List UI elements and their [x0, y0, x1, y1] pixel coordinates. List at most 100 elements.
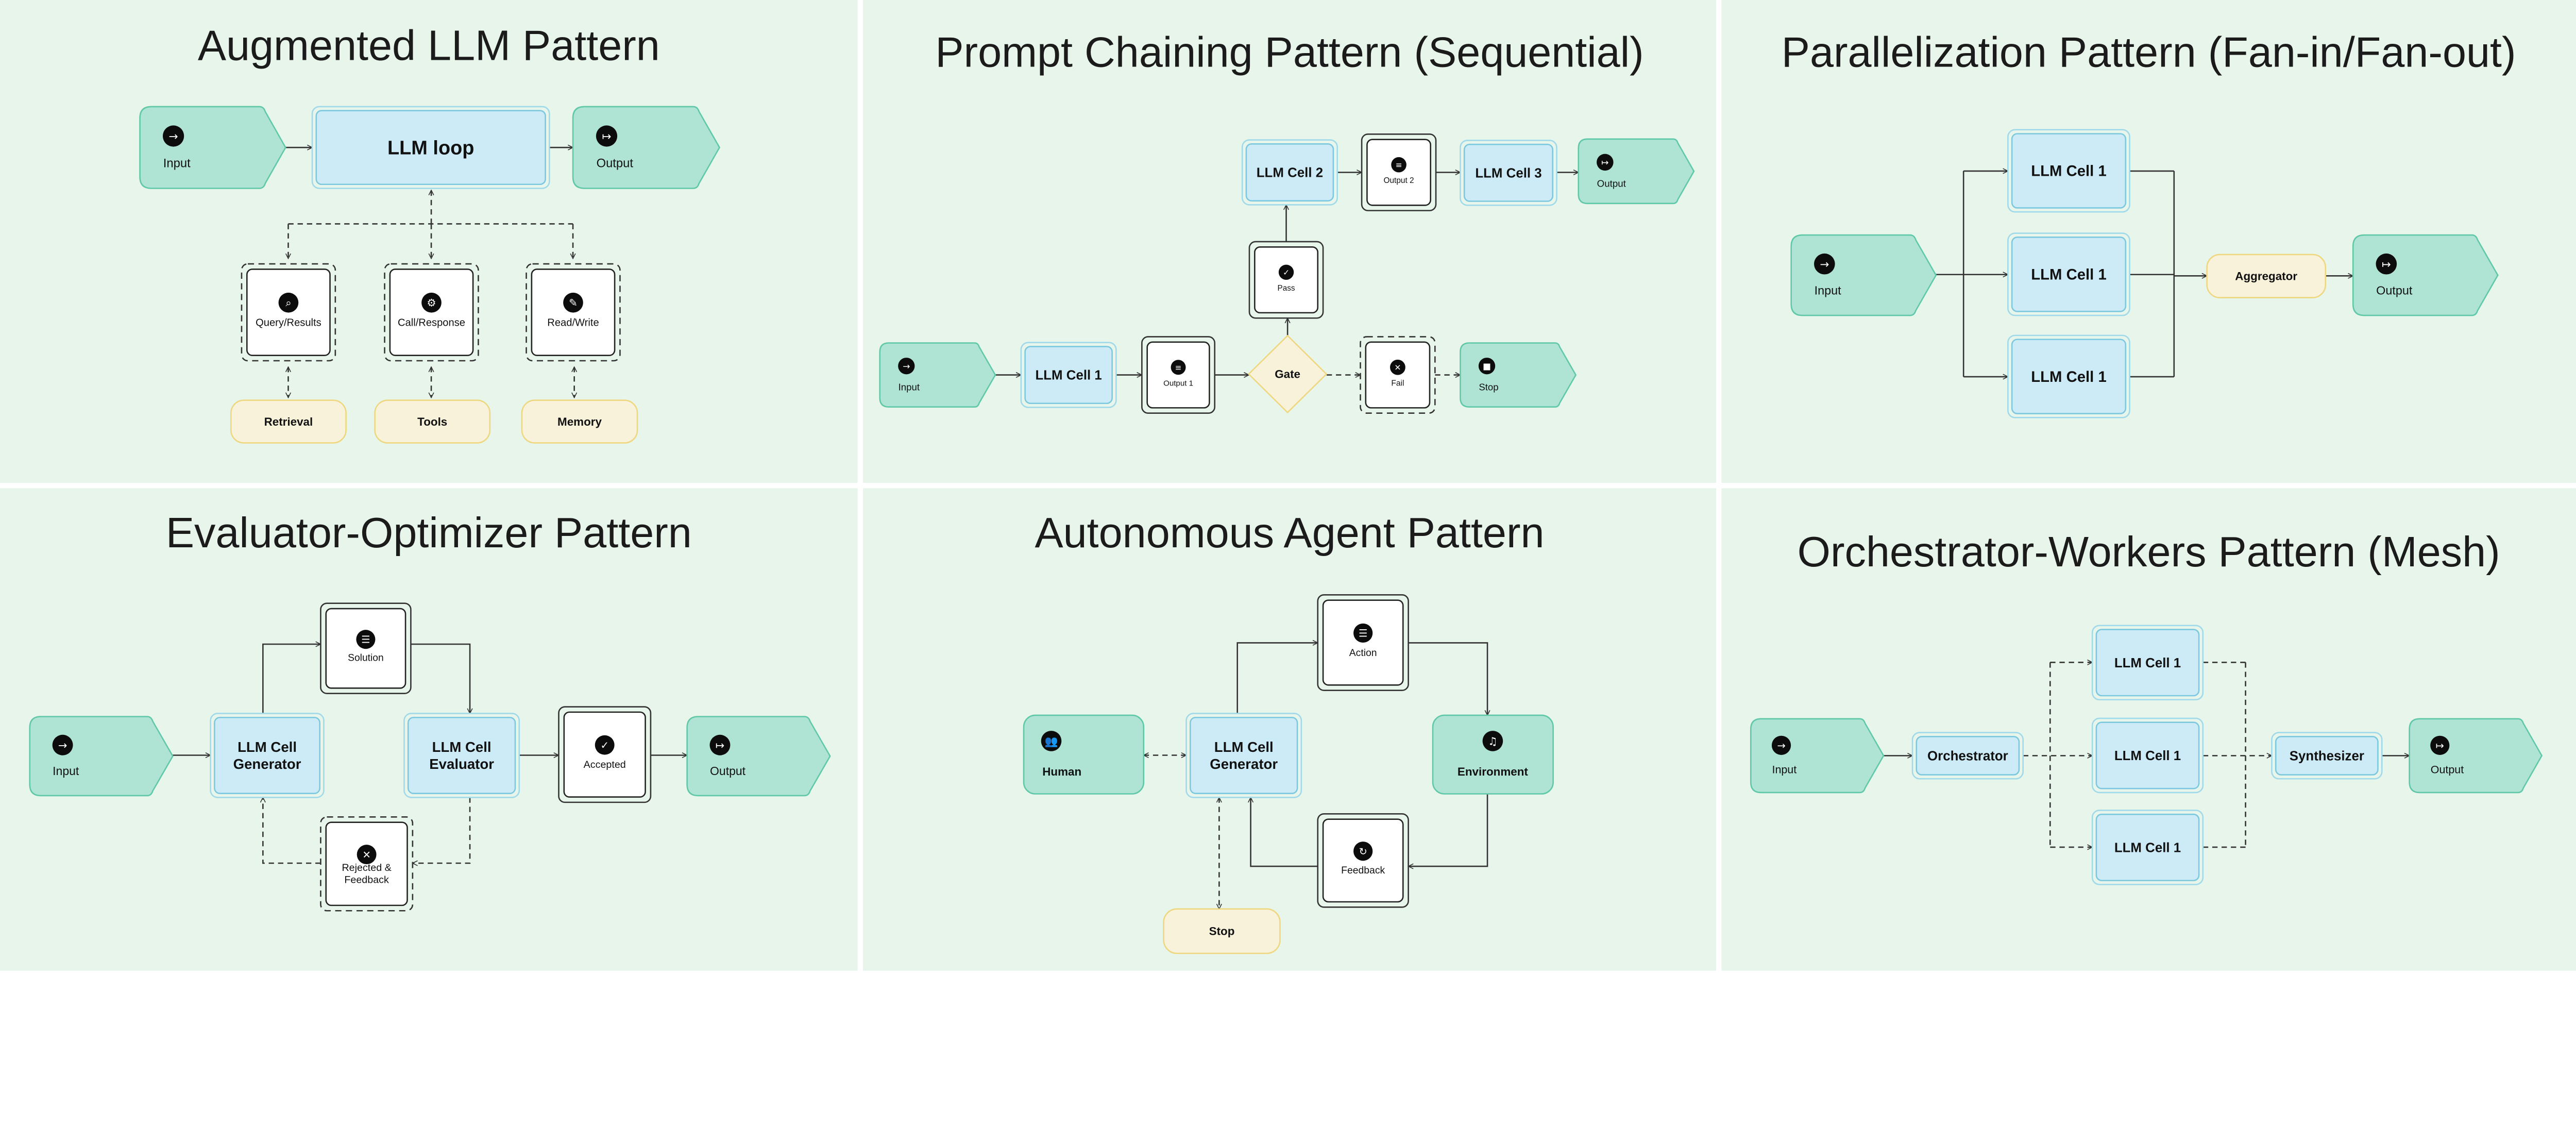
solution-node[interactable]: ☰Solution [320, 602, 412, 694]
input-node[interactable]: →Input [879, 342, 996, 408]
svg-text:→: → [1820, 258, 1829, 271]
memory-node[interactable]: Memory [521, 399, 638, 444]
llm-cell-node[interactable]: LLM Cell 1 [2007, 129, 2130, 213]
sign-out-icon: ↦ [596, 125, 618, 147]
node-label: LLM Cell 1 [2114, 656, 2181, 670]
node-label: Input [899, 381, 920, 392]
node-label: Environment [1458, 765, 1528, 778]
llm-cell-node[interactable]: LLM Cell 1 [2091, 810, 2204, 885]
output-node[interactable]: ↦Output [686, 716, 831, 797]
svg-text:☰: ☰ [1359, 628, 1368, 640]
panel-title: Orchestrator-Workers Pattern (Mesh) [1798, 528, 2500, 576]
gate-node[interactable]: Gate [1248, 334, 1327, 413]
document-icon: ≡ [1391, 157, 1406, 173]
orchestrator-node[interactable]: Orchestrator [1911, 732, 2024, 780]
node-label: LLM Cell 3 [1475, 166, 1541, 180]
connector [1251, 797, 1318, 867]
node-label: Query/Results [256, 317, 321, 328]
llm-loop-node[interactable]: LLM loop [311, 106, 550, 189]
node-label: Input [163, 156, 191, 170]
svg-text:✕: ✕ [362, 849, 371, 861]
node-label: Read/Write [547, 317, 599, 328]
node-label: LLM Cell 1 [2114, 841, 2181, 855]
check-circle-icon: ✓ [1278, 264, 1294, 280]
accepted-node[interactable]: ✓Accepted [558, 706, 652, 803]
llm-cell-1-node[interactable]: LLM Cell 1 [1020, 342, 1117, 408]
rejected-feedback-node[interactable]: ✕Rejected &Feedback [320, 816, 414, 912]
human-node[interactable]: 👥Human [1023, 714, 1145, 795]
stop-icon: ■ [1478, 358, 1496, 375]
connector [1409, 794, 1488, 867]
synthesizer-node[interactable]: Synthesizer [2271, 732, 2383, 780]
document-icon: ≡ [1171, 360, 1186, 375]
svg-text:↦: ↦ [1601, 158, 1608, 168]
node-label: LLM Cell 1 [1035, 368, 1101, 383]
llm-cell-node[interactable]: LLM Cell 1 [2007, 334, 2130, 418]
node-label: Orchestrator [1927, 749, 2008, 763]
input-node[interactable]: →Input [1790, 234, 1937, 316]
retrieval-node[interactable]: Retrieval [230, 399, 347, 444]
svg-text:↦: ↦ [716, 739, 725, 751]
sign-in-icon: → [1771, 735, 1791, 755]
svg-text:≡: ≡ [1396, 160, 1402, 170]
llm-cell-node[interactable]: LLM Cell 1 [2091, 625, 2204, 701]
svg-text:≡: ≡ [1175, 363, 1182, 372]
node-label: Output [597, 156, 634, 170]
output-node[interactable]: ↦ Output [572, 106, 721, 189]
svg-text:↻: ↻ [1359, 846, 1367, 858]
action-node[interactable]: ☰Action [1317, 594, 1409, 691]
read-write-node[interactable]: ✎ Read/Write [526, 263, 621, 362]
input-node[interactable]: →Input [29, 716, 174, 797]
input-node[interactable]: →Input [139, 106, 286, 189]
node-label: LLM Cell 1 [2114, 749, 2181, 763]
environment-node[interactable]: ♫Environment [1432, 714, 1554, 795]
output-node[interactable]: ↦Output [1578, 138, 1695, 205]
connector [262, 644, 320, 714]
feedback-node[interactable]: ↻Feedback [1317, 813, 1409, 908]
output-1-node[interactable]: ≡Output 1 [1141, 336, 1216, 414]
output-node[interactable]: ↦Output [2409, 718, 2543, 794]
refresh-icon: ↻ [1353, 842, 1373, 861]
tools-node[interactable]: Tools [374, 399, 491, 444]
call-response-node[interactable]: ⚙Call/Response [384, 263, 479, 362]
node-label: Input [53, 764, 79, 778]
llm-cell-2-node[interactable]: LLM Cell 2 [1241, 139, 1338, 206]
output-node[interactable]: ↦Output [2352, 234, 2499, 316]
svg-text:✎: ✎ [569, 297, 578, 309]
input-node[interactable]: → Input [1750, 718, 1885, 794]
svg-text:✕: ✕ [1394, 362, 1401, 372]
query-results-node[interactable]: ⌕ Query/Results [241, 263, 336, 362]
node-label: LLM loop [387, 137, 474, 159]
node-label: Output 2 [1384, 176, 1414, 185]
svg-text:✓: ✓ [1283, 268, 1290, 277]
node-label: Stop [1209, 925, 1235, 938]
node-label: Fail [1391, 379, 1404, 388]
svg-text:⚙: ⚙ [427, 297, 436, 309]
svg-text:→: → [1777, 740, 1785, 751]
output-2-node[interactable]: ≡ Output 2 [1361, 133, 1437, 211]
aggregator-node[interactable]: Aggregator [2206, 254, 2327, 298]
node-label: LLM Cell 1 [2031, 266, 2107, 283]
node-label: Gate [1275, 368, 1300, 381]
node-label: Pass [1278, 284, 1295, 293]
llm-cell-node[interactable]: LLM Cell 1 [2091, 717, 2204, 794]
node-label: Rejected &Feedback [342, 862, 391, 886]
search-icon: ⌕ [278, 292, 299, 313]
llm-cell-node[interactable]: LLM Cell 1 [2007, 232, 2130, 316]
node-label: Accepted [584, 759, 626, 770]
node-label: Retrieval [264, 415, 313, 428]
connector [1236, 643, 1318, 714]
stop-node[interactable]: ■Stop [1460, 342, 1577, 408]
svg-text:■: ■ [1483, 361, 1491, 371]
node-label: Input [1772, 764, 1797, 776]
llm-cell-3-node[interactable]: LLM Cell 3 [1460, 140, 1557, 206]
stop-node[interactable]: Stop [1163, 908, 1281, 954]
fail-node[interactable]: ✕ Fail [1360, 336, 1436, 414]
pass-node[interactable]: ✓ Pass [1248, 241, 1324, 319]
svg-text:☰: ☰ [361, 634, 370, 646]
node-label: Output [2431, 764, 2464, 776]
